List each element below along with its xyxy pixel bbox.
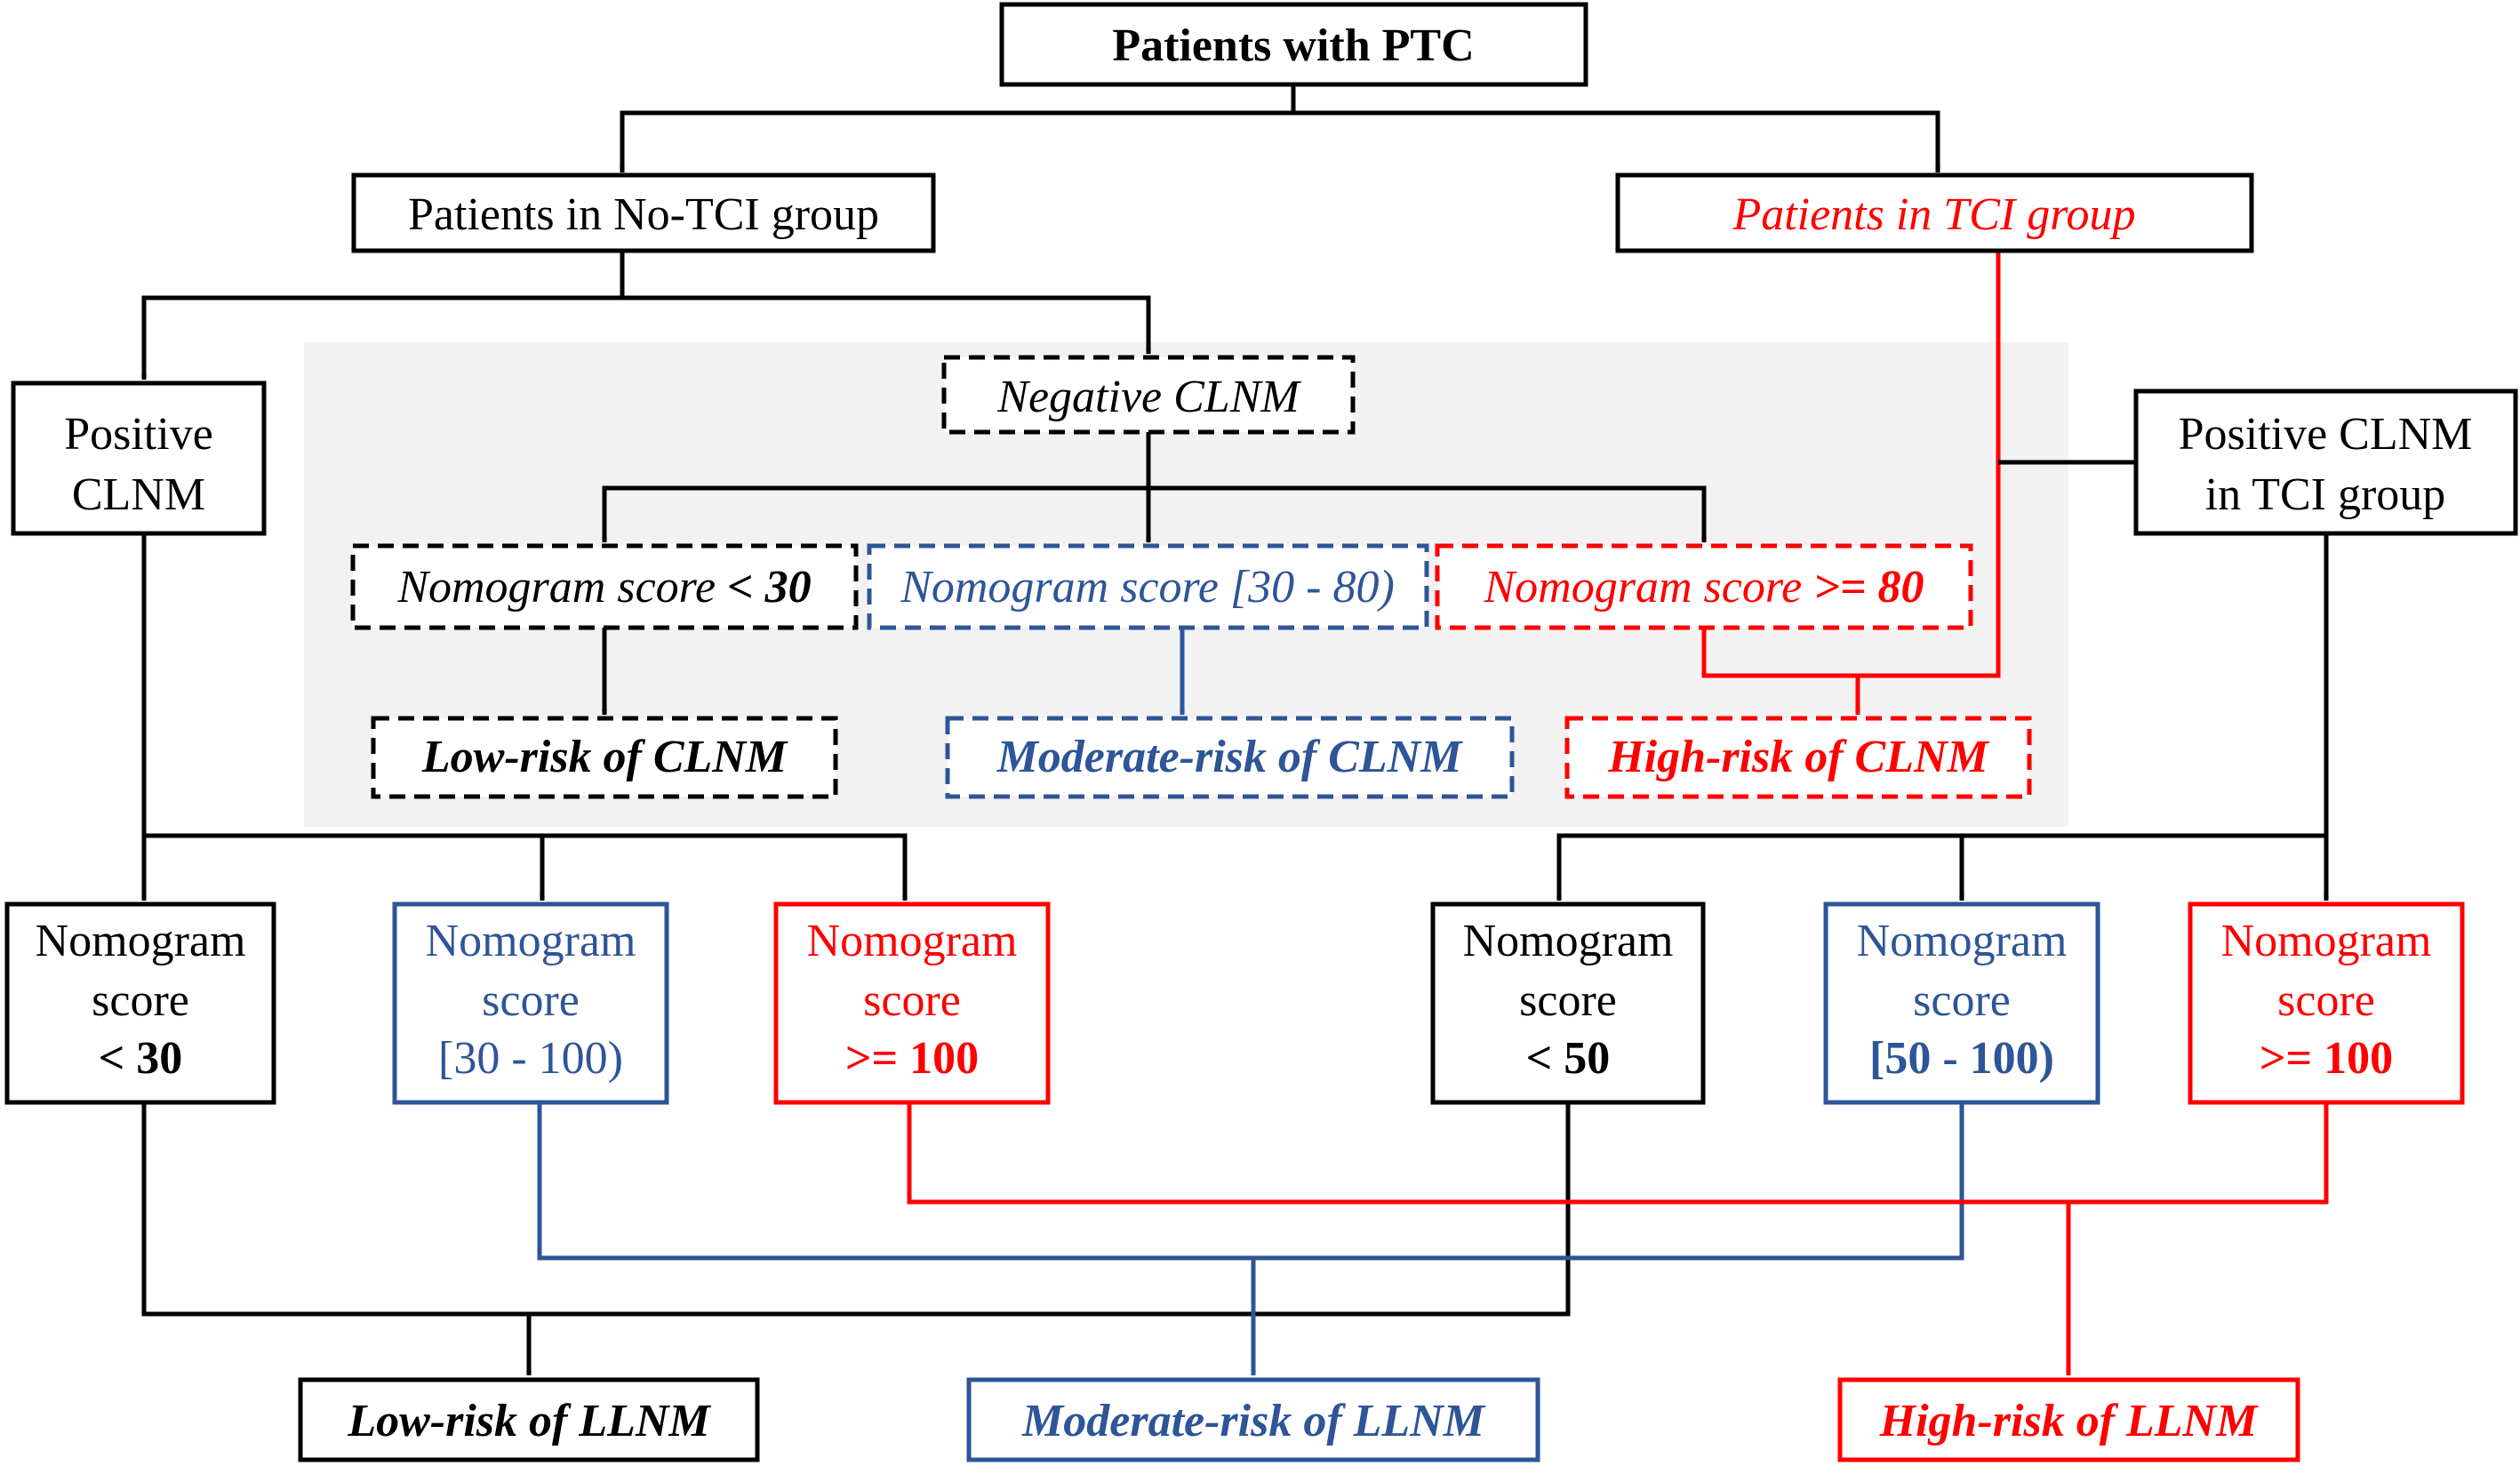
positive-clnm-tci-label-line2: in TCI group <box>2205 469 2446 520</box>
tci-box <box>1615 172 2254 253</box>
connector-neg-high-to-high-clnm <box>1701 628 1860 716</box>
high-llnm-label: High-risk of LLNM <box>1879 1396 2259 1446</box>
connector-right-mid-to-mod-llnm <box>1253 1102 1964 1261</box>
low-llnm-label: Low-risk of LLNM <box>347 1396 711 1446</box>
left-high-box <box>773 901 1051 1105</box>
neg-low-prefix: Nomogram score <box>396 562 727 613</box>
right-high-line3: >= 100 <box>2260 1033 2393 1084</box>
neg-high-box <box>1435 543 1973 630</box>
connector-no-tci-negative <box>622 295 1151 355</box>
neg-mid-box <box>867 543 1429 630</box>
positive-clnm-tci-box <box>2133 389 2518 536</box>
high-clnm-box <box>1564 716 2032 799</box>
no-tci-box <box>351 172 936 253</box>
neg-mid-label: Nomogram score [30 - 80) <box>900 562 1395 613</box>
negative-clnm-box <box>941 355 1356 435</box>
neg-high-value: >= 80 <box>1813 562 1924 613</box>
root-label: Patients with PTC <box>1112 20 1474 71</box>
connector-root-tci <box>1293 110 1940 173</box>
left-high-line3: >= 100 <box>845 1033 979 1084</box>
connector-negative-high <box>1148 485 1707 543</box>
right-low-box <box>1430 901 1706 1105</box>
connector-positive-left-mid <box>144 833 545 901</box>
left-mid-line2: score <box>482 975 580 1026</box>
root-box <box>999 2 1588 87</box>
tci-label: Patients in TCI group <box>1732 189 2135 240</box>
connector-left-high-to-high-llnm <box>907 1102 2071 1376</box>
connectors <box>141 84 2329 1376</box>
right-mid-line2: score <box>1913 975 2011 1026</box>
connector-left-mid-to-mod-llnm <box>537 1102 1256 1376</box>
positive-clnm-label-line2: CLNM <box>72 469 205 520</box>
neg-high-label: Nomogram score >= 80 <box>1484 562 1924 613</box>
connector-right-low-to-low-llnm <box>529 1102 1571 1317</box>
left-mid-box <box>392 901 669 1105</box>
connector-positive-left-high <box>542 833 908 901</box>
high-llnm-box <box>1837 1377 2300 1462</box>
right-high-line2: score <box>2277 975 2375 1026</box>
right-low-line2: score <box>1519 975 1617 1026</box>
right-low-line1: Nomogram <box>1463 916 1674 966</box>
high-clnm-label: High-risk of CLNM <box>1607 732 1989 782</box>
connector-positive-right-low <box>1556 833 2326 901</box>
left-high-line1: Nomogram <box>807 916 1018 966</box>
left-high-line2: score <box>863 975 961 1026</box>
neg-low-box <box>350 543 859 630</box>
no-tci-label: Patients in No-TCI group <box>408 189 879 240</box>
right-low-line3: < 50 <box>1526 1033 1611 1084</box>
negative-clnm-label: Negative CLNM <box>996 372 1301 422</box>
boxes <box>4 2 2518 1462</box>
connector-right-high-to-high-llnm <box>2068 1102 2329 1205</box>
low-clnm-box <box>371 716 838 799</box>
right-mid-line3: [50 - 100) <box>1869 1033 2054 1084</box>
mod-clnm-box <box>945 716 1515 799</box>
right-high-line1: Nomogram <box>2221 916 2432 966</box>
positive-clnm-tci-label-line1: Positive CLNM <box>2179 409 2473 460</box>
neg-low-value: < 30 <box>727 562 812 613</box>
neg-low-label: Nomogram score < 30 <box>396 562 811 613</box>
low-clnm-label: Low-risk of CLNM <box>421 732 788 782</box>
left-low-box <box>4 901 276 1105</box>
low-llnm-box <box>298 1377 760 1462</box>
neg-high-prefix: Nomogram score <box>1484 562 1814 613</box>
left-mid-line1: Nomogram <box>426 916 636 966</box>
positive-clnm-label-line1: Positive <box>64 409 213 460</box>
right-high-box <box>2188 901 2465 1105</box>
left-mid-line3: [30 - 100) <box>438 1033 623 1084</box>
connector-no-tci-positive <box>141 251 625 381</box>
mod-clnm-label: Moderate-risk of CLNM <box>996 732 1464 782</box>
connector-negative-low <box>602 432 1151 543</box>
left-low-line2: score <box>92 975 189 1026</box>
labels: Patients with PTC Patients in No-TCI gro… <box>36 20 2473 1446</box>
right-mid-line1: Nomogram <box>1857 916 2068 966</box>
positive-clnm-box <box>11 381 267 536</box>
connector-root-no-tci <box>620 84 1296 173</box>
connector-tci-to-high-clnm <box>1858 251 2001 678</box>
right-mid-box <box>1823 901 2100 1105</box>
mod-llnm-box <box>966 1377 1540 1462</box>
left-low-line3: < 30 <box>99 1033 183 1084</box>
mod-llnm-label: Moderate-risk of LLNM <box>1021 1396 1486 1446</box>
left-low-line1: Nomogram <box>36 916 246 966</box>
connector-left-low-to-low-llnm <box>141 1102 532 1376</box>
